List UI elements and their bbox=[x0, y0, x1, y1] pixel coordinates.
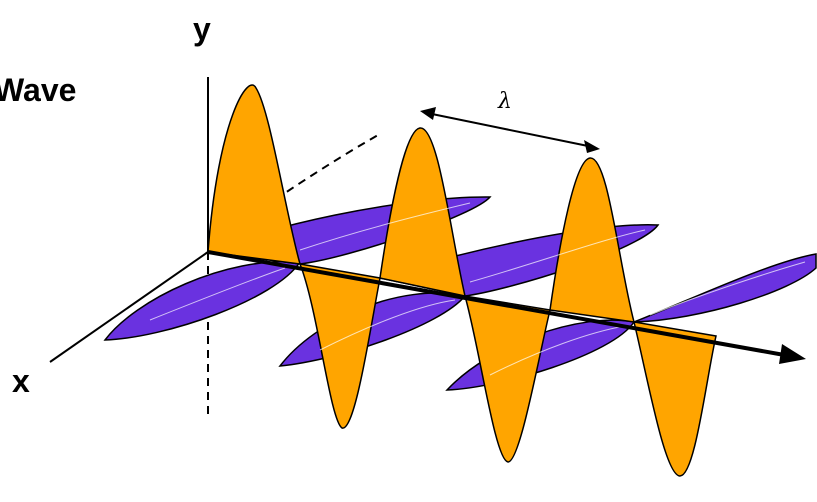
x-axis-label: x bbox=[12, 363, 30, 399]
electric-lobe-6 bbox=[633, 321, 717, 477]
wavelength-arrowhead-right-icon bbox=[584, 140, 600, 153]
y-axis-label: y bbox=[193, 11, 211, 47]
magnetic-lobe-6 bbox=[633, 253, 817, 323]
electric-lobe-4 bbox=[463, 295, 551, 463]
wavelength-arrowhead-left-icon bbox=[420, 107, 436, 120]
electric-lobe-5 bbox=[549, 157, 636, 323]
wavelength-arrow bbox=[420, 107, 600, 153]
dashed-projection-curve bbox=[217, 134, 379, 241]
electric-lobe-1 bbox=[207, 84, 302, 265]
lobe-highlights bbox=[149, 202, 806, 376]
electric-field-lobes bbox=[207, 84, 717, 477]
wavelength-label: λ bbox=[497, 89, 512, 114]
propagation-axis-line bbox=[207, 250, 791, 358]
x-axis-line bbox=[49, 251, 209, 363]
electric-lobe-2 bbox=[298, 263, 381, 429]
propagation-arrowhead-icon bbox=[779, 344, 806, 364]
diagram-title: Wave bbox=[0, 72, 77, 108]
electric-lobe-3 bbox=[379, 127, 466, 297]
